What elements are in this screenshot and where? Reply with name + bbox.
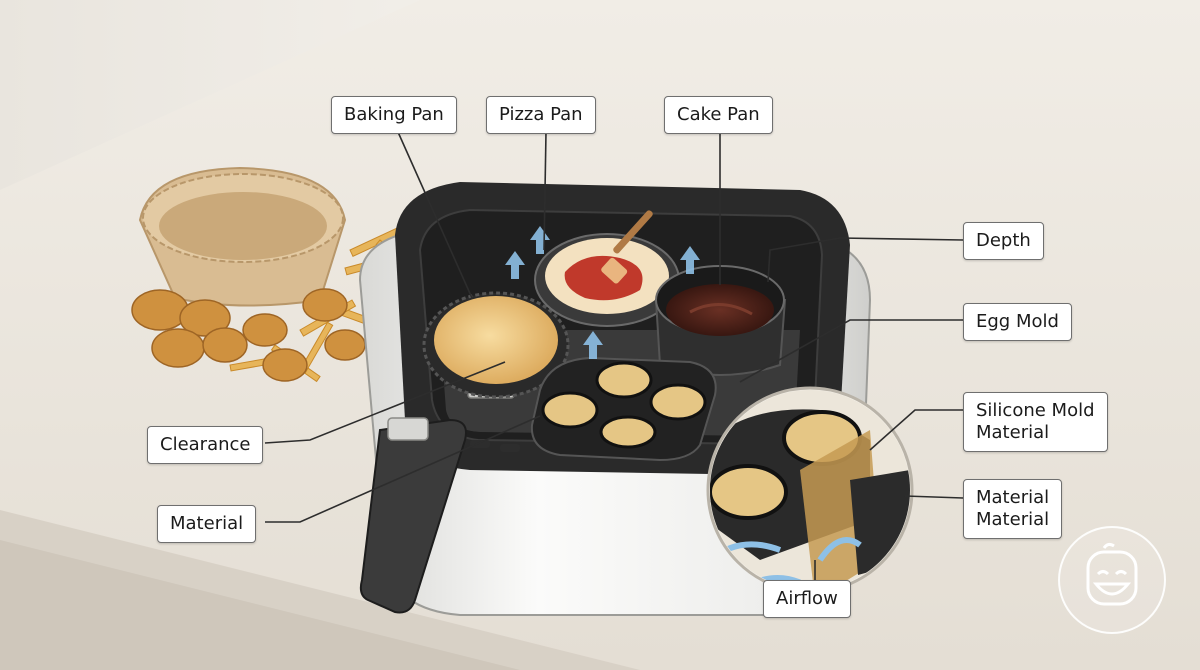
leader-egg-mold: [739, 319, 963, 383]
leader-pizza-pan: [543, 131, 547, 251]
basting-brush: [601, 210, 653, 284]
label-airflow: Airflow: [763, 580, 851, 618]
label-egg-mold: Egg Mold: [963, 303, 1072, 341]
leader-silicone: [869, 409, 963, 451]
label-material-material: Material Material: [963, 479, 1063, 539]
fryer-handle[interactable]: [359, 418, 467, 614]
leader-clearance: [264, 361, 506, 444]
leader-depth: [767, 237, 964, 283]
baking-pan: [422, 291, 570, 399]
leader-material: [265, 415, 541, 523]
airflow-arrows: [505, 226, 700, 359]
chicken-nuggets: [131, 288, 366, 382]
cabinet-front: [0, 540, 520, 670]
parchment-liner: [138, 166, 347, 307]
smiling-face-logo-icon: [1058, 526, 1166, 634]
pizza-pan: [534, 233, 680, 327]
label-cake-pan: Cake Pan: [664, 96, 773, 134]
leader-material-material: [904, 495, 964, 499]
handle-release-button[interactable]: [387, 417, 429, 441]
leader-lines: [264, 131, 964, 582]
label-silicone-mold-material: Silicone Mold Material: [963, 392, 1108, 452]
egg-mold: [530, 356, 717, 462]
leader-baking-pan: [397, 131, 473, 299]
label-baking-pan: Baking Pan: [331, 96, 457, 134]
label-pizza-pan: Pizza Pan: [486, 96, 596, 134]
magnified-inset: [706, 386, 914, 594]
label-clearance: Clearance: [147, 426, 264, 464]
label-depth: Depth: [963, 222, 1044, 260]
logo-glyph-icon: [1086, 542, 1138, 606]
label-material: Material: [157, 505, 257, 543]
